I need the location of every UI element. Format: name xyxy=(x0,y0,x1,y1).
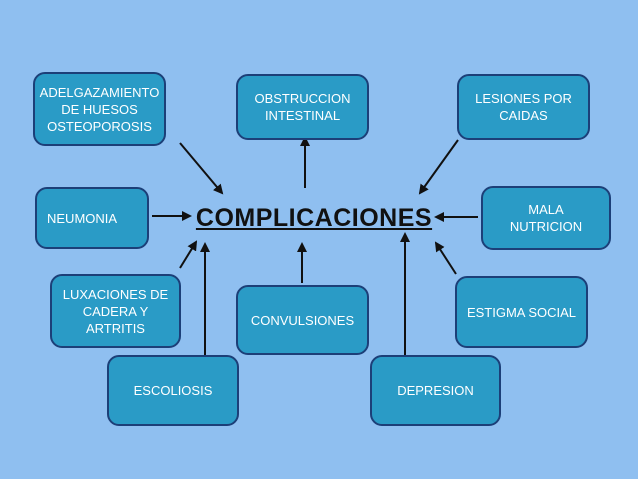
central-title: COMPLICACIONES xyxy=(195,203,433,232)
node-luxaciones: LUXACIONES DE CADERA Y ARTRITIS xyxy=(50,274,181,348)
arrow-luxaciones xyxy=(179,240,198,269)
arrow-lesiones xyxy=(418,139,459,195)
node-neumonia: NEUMONIA xyxy=(35,187,149,249)
node-lesiones: LESIONES POR CAIDAS xyxy=(457,74,590,140)
arrow-adelgazamiento xyxy=(179,142,224,195)
node-mala-nutricion: MALA NUTRICION xyxy=(481,186,611,250)
arrow-estigma xyxy=(434,241,457,275)
node-escoliosis: ESCOLIOSIS xyxy=(107,355,239,426)
node-depresion: DEPRESION xyxy=(370,355,501,426)
node-adelgazamiento: ADELGAZAMIENTO DE HUESOS OSTEOPOROSIS xyxy=(33,72,166,146)
node-obstruccion: OBSTRUCCION INTESTINAL xyxy=(236,74,369,140)
node-convulsiones: CONVULSIONES xyxy=(236,285,369,355)
node-estigma: ESTIGMA SOCIAL xyxy=(455,276,588,348)
